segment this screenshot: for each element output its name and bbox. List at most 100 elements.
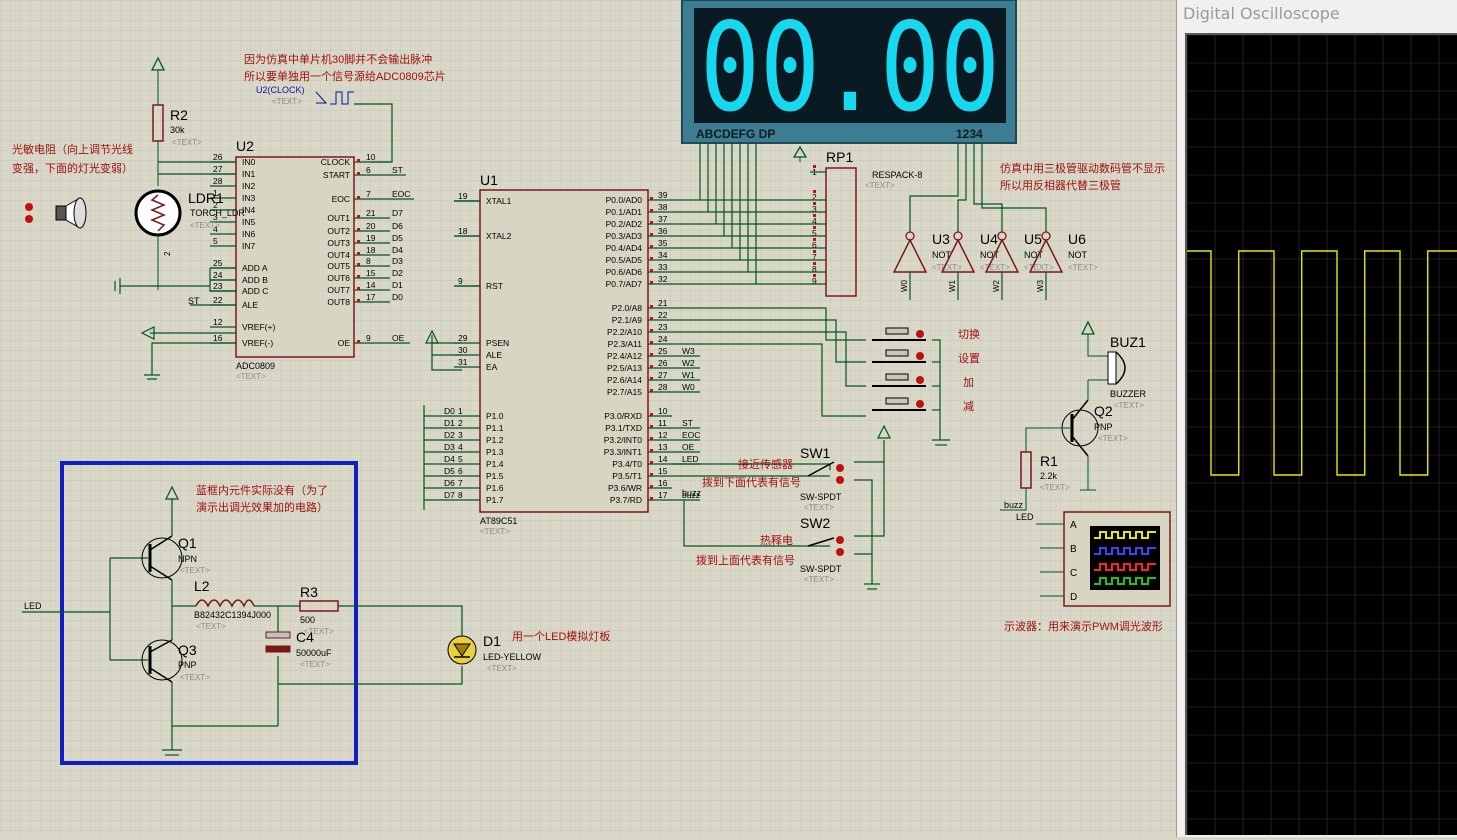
pin-marker bbox=[650, 449, 653, 452]
buzzer-buz1[interactable]: BUZ1 BUZZER <TEXT> bbox=[1080, 320, 1147, 410]
pin-marker bbox=[650, 305, 653, 308]
rp1-pin-number: 2 bbox=[812, 192, 817, 202]
u2-pin-number: 20 bbox=[366, 221, 376, 231]
u1-pin-name: XTAL2 bbox=[486, 231, 512, 241]
pin-marker bbox=[650, 341, 653, 344]
seg-note-line1: 仿真中用三极管驱动数码管不显示 bbox=[1000, 161, 1165, 175]
pin-marker bbox=[813, 190, 816, 193]
pin-marker bbox=[650, 209, 653, 212]
u1-pin-number: 5 bbox=[458, 454, 463, 464]
button-set-label: 设置 bbox=[958, 352, 980, 365]
u1-pin-name: ALE bbox=[486, 350, 502, 360]
u2-pin-name: IN5 bbox=[242, 217, 256, 227]
switch-sw2[interactable]: SW2 SW-SPDT <TEXT> bbox=[800, 515, 844, 584]
pin-marker bbox=[813, 165, 816, 168]
u1-pin-number: 36 bbox=[658, 226, 668, 236]
respack-rp1[interactable]: RP1 RESPACK-8 <TEXT> bbox=[825, 149, 922, 297]
u1-pin-net: D4 bbox=[444, 454, 455, 464]
clock-ref: U2(CLOCK) bbox=[256, 85, 305, 95]
switch-sw1[interactable]: SW1 SW-SPDT <TEXT> bbox=[800, 445, 844, 512]
u1-pin-number: 35 bbox=[658, 238, 668, 248]
pin-marker bbox=[813, 202, 816, 205]
oscilloscope-component[interactable]: A B C D bbox=[1036, 511, 1171, 607]
u2-pin-net: D6 bbox=[392, 221, 403, 231]
ldr-ldr1[interactable]: LDR1 TORCH_LDR <TEXT> 2 bbox=[134, 189, 245, 290]
pin-marker bbox=[357, 196, 360, 199]
oscilloscope-screen[interactable] bbox=[1185, 33, 1457, 835]
u1-pin-name: P1.1 bbox=[486, 423, 504, 433]
u1-ref: U1 bbox=[480, 172, 498, 188]
u2-pin-name: IN4 bbox=[242, 205, 256, 215]
sw1-ref: SW1 bbox=[800, 445, 831, 461]
u1-part: AT89C51 bbox=[480, 516, 517, 526]
r3-value: 500 bbox=[300, 615, 315, 625]
inverter-net: W3 bbox=[1036, 279, 1045, 292]
pin-marker bbox=[650, 329, 653, 332]
transistor-q2[interactable]: Q2 PNP <TEXT> bbox=[1025, 380, 1128, 491]
u2-pin-number: 16 bbox=[213, 333, 223, 343]
u2-part: ADC0809 bbox=[236, 361, 275, 371]
pin-marker bbox=[650, 317, 653, 320]
capacitor-c4[interactable]: C4 50000uF <TEXT> bbox=[265, 629, 332, 669]
u2-pin-net: D1 bbox=[392, 280, 403, 290]
transistor-q3[interactable]: Q3 PNP <TEXT> bbox=[141, 639, 210, 683]
u1-pin-name: P2.5/A13 bbox=[607, 363, 642, 373]
u1-pin-net: W2 bbox=[682, 358, 695, 368]
scope-channel-c: C bbox=[1070, 568, 1077, 579]
u1-pin-name: P1.5 bbox=[486, 471, 504, 481]
resistor-r1[interactable]: R1 2.2k <TEXT> bbox=[1000, 451, 1070, 511]
transistor-q1[interactable]: Q1 NPN <TEXT> bbox=[141, 535, 210, 581]
pin-marker bbox=[813, 262, 816, 265]
u1-pin-number: 37 bbox=[658, 214, 668, 224]
u1-pin-name: P1.3 bbox=[486, 447, 504, 457]
mcu-u1[interactable]: U1 AT89C51 <TEXT> bbox=[479, 172, 649, 536]
button-add[interactable] bbox=[872, 373, 926, 387]
pin-marker bbox=[650, 413, 653, 416]
u1-pin-number: 11 bbox=[658, 418, 667, 428]
pin-marker bbox=[650, 257, 653, 260]
sw2-ref: SW2 bbox=[800, 515, 831, 531]
button-set[interactable] bbox=[872, 349, 926, 363]
ldr1-part: TORCH_LDR bbox=[190, 208, 245, 218]
u1-pin-number: 25 bbox=[658, 346, 668, 356]
pin-marker bbox=[650, 233, 653, 236]
u1-pin-name: P0.4/AD4 bbox=[606, 243, 643, 253]
ldr1-text: <TEXT> bbox=[190, 221, 220, 230]
u2-pin-name: OE bbox=[338, 338, 351, 348]
u2-pin-name: IN3 bbox=[242, 193, 256, 203]
resistor-r2[interactable]: R2 30k <TEXT> bbox=[150, 56, 202, 186]
schematic-canvas[interactable]: 00.00 ABCDEFG DP 1234 RP1 RESPACK-8 <TEX… bbox=[0, 0, 1176, 837]
u2-pin-name: IN0 bbox=[242, 157, 256, 167]
u2-pin-name: OUT5 bbox=[327, 261, 350, 271]
torch-icon[interactable] bbox=[25, 197, 87, 229]
resistor-r3[interactable]: R3 500 <TEXT> bbox=[299, 584, 339, 636]
inverter-text: <TEXT> bbox=[980, 263, 1010, 272]
clock-generator[interactable]: U2(CLOCK) <TEXT> bbox=[256, 85, 393, 163]
inverter-text: <TEXT> bbox=[1024, 263, 1054, 272]
inductor-l2[interactable]: L2 B82432C1394J000 <TEXT> bbox=[194, 578, 271, 631]
sw2-text: <TEXT> bbox=[804, 575, 834, 584]
q1-part: NPN bbox=[178, 554, 197, 564]
u1-pin-number: 13 bbox=[658, 442, 668, 452]
button-sub[interactable] bbox=[872, 397, 926, 411]
inverter-part: NOT bbox=[1068, 250, 1088, 260]
u1-pin-number: 32 bbox=[658, 274, 668, 284]
u1-pin-name: PSEN bbox=[486, 338, 509, 348]
pin-marker bbox=[650, 497, 653, 500]
u2-pin-net: D0 bbox=[392, 292, 403, 302]
led-d1[interactable]: D1 LED-YELLOW <TEXT> bbox=[447, 633, 542, 673]
adc-mcu-wiring bbox=[390, 174, 480, 510]
adc-u2[interactable]: U2 ADC0809 <TEXT> bbox=[235, 138, 355, 381]
sw1-note-line2: 拨到下面代表有信号 bbox=[702, 475, 801, 489]
u2-pin-number: 12 bbox=[213, 317, 223, 327]
inverter-part: NOT bbox=[980, 250, 1000, 260]
oscilloscope-window[interactable]: Digital Oscilloscope bbox=[1176, 0, 1457, 837]
u2-pin-number: 23 bbox=[213, 281, 223, 291]
button-switch[interactable] bbox=[872, 327, 926, 341]
pin-marker bbox=[650, 269, 653, 272]
u2-pin-number: 19 bbox=[366, 233, 376, 243]
